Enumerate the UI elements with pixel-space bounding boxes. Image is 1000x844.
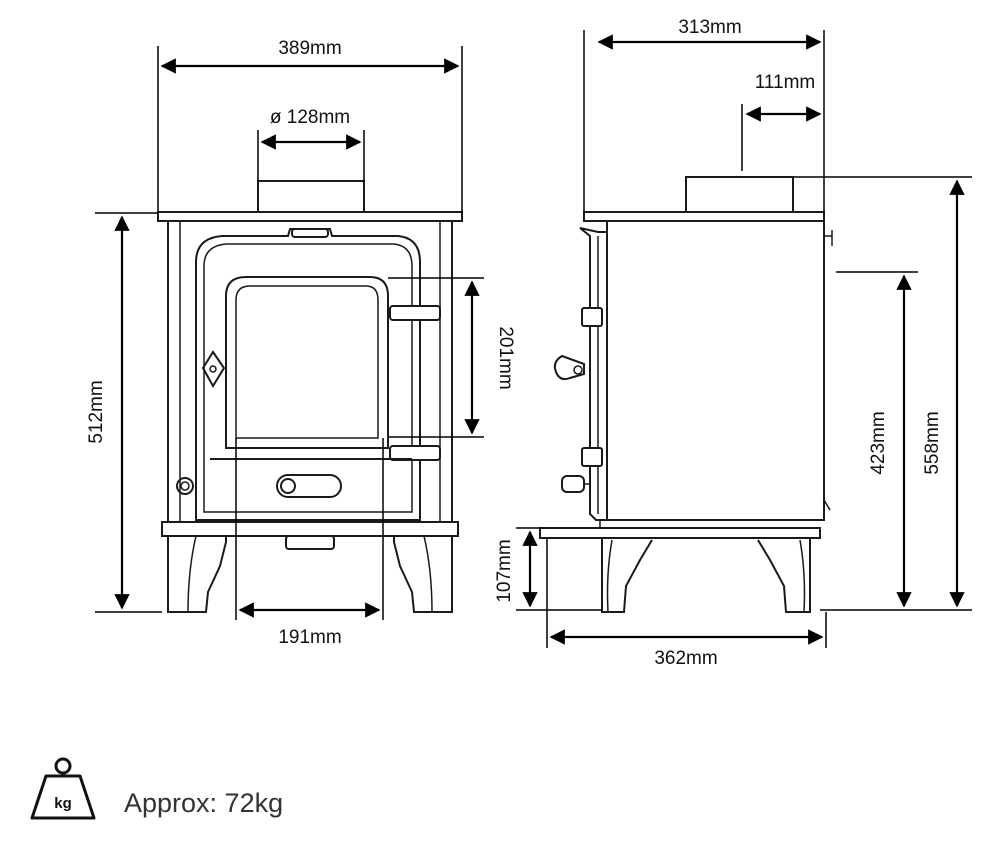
side-hinge-bottom <box>581 447 603 467</box>
dim-flue-height: 423mm <box>868 411 889 474</box>
dim-leg-height: 107mm <box>494 539 515 602</box>
weight-icon-label: kg <box>54 795 72 812</box>
front-side-knob <box>176 477 194 495</box>
front-leg-left <box>167 536 227 613</box>
side-air-knob <box>561 475 585 493</box>
weight-info: kg Approx: 72kg <box>30 757 283 820</box>
front-flue-collar <box>257 180 365 214</box>
side-body <box>606 220 825 521</box>
front-view <box>157 180 463 613</box>
side-leg-front <box>601 538 653 613</box>
front-hinge-bottom <box>389 445 441 461</box>
front-top-plate <box>157 211 463 222</box>
side-base <box>539 527 821 539</box>
front-hinge-top <box>389 305 441 321</box>
side-view <box>539 176 833 613</box>
front-dimensions: 389mm ø 128mm 512mm 201mm 191mm <box>86 38 516 648</box>
kettlebell-weight-icon: kg <box>30 757 96 820</box>
front-door-glass <box>225 276 389 449</box>
dim-door-width: 191mm <box>278 627 341 648</box>
dim-side-depth-top: 313mm <box>678 17 741 38</box>
dim-side-height-total: 558mm <box>922 411 943 474</box>
dim-flue-offset: 111mm <box>755 72 816 93</box>
dim-front-height: 512mm <box>86 380 107 443</box>
front-door-latch <box>291 228 329 238</box>
side-top-plate <box>583 211 825 222</box>
front-leg-right <box>393 536 453 613</box>
side-hinge-top <box>581 307 603 327</box>
side-dimensions: 313mm 111mm 558mm 423mm 107mm 362mm <box>494 17 972 669</box>
front-base <box>161 521 459 537</box>
side-door-profile <box>579 227 608 521</box>
dim-door-height: 201mm <box>495 326 516 389</box>
front-door-frame <box>195 228 421 521</box>
side-door-knob <box>553 354 585 381</box>
side-leg-rear <box>757 538 811 613</box>
weight-text: Approx: 72kg <box>124 788 283 818</box>
dim-front-width: 389mm <box>278 38 341 59</box>
side-flue-collar <box>685 176 794 214</box>
dim-side-depth-base: 362mm <box>654 648 717 669</box>
front-door-handle <box>201 350 226 388</box>
dim-flue-diameter: ø 128mm <box>270 107 350 128</box>
